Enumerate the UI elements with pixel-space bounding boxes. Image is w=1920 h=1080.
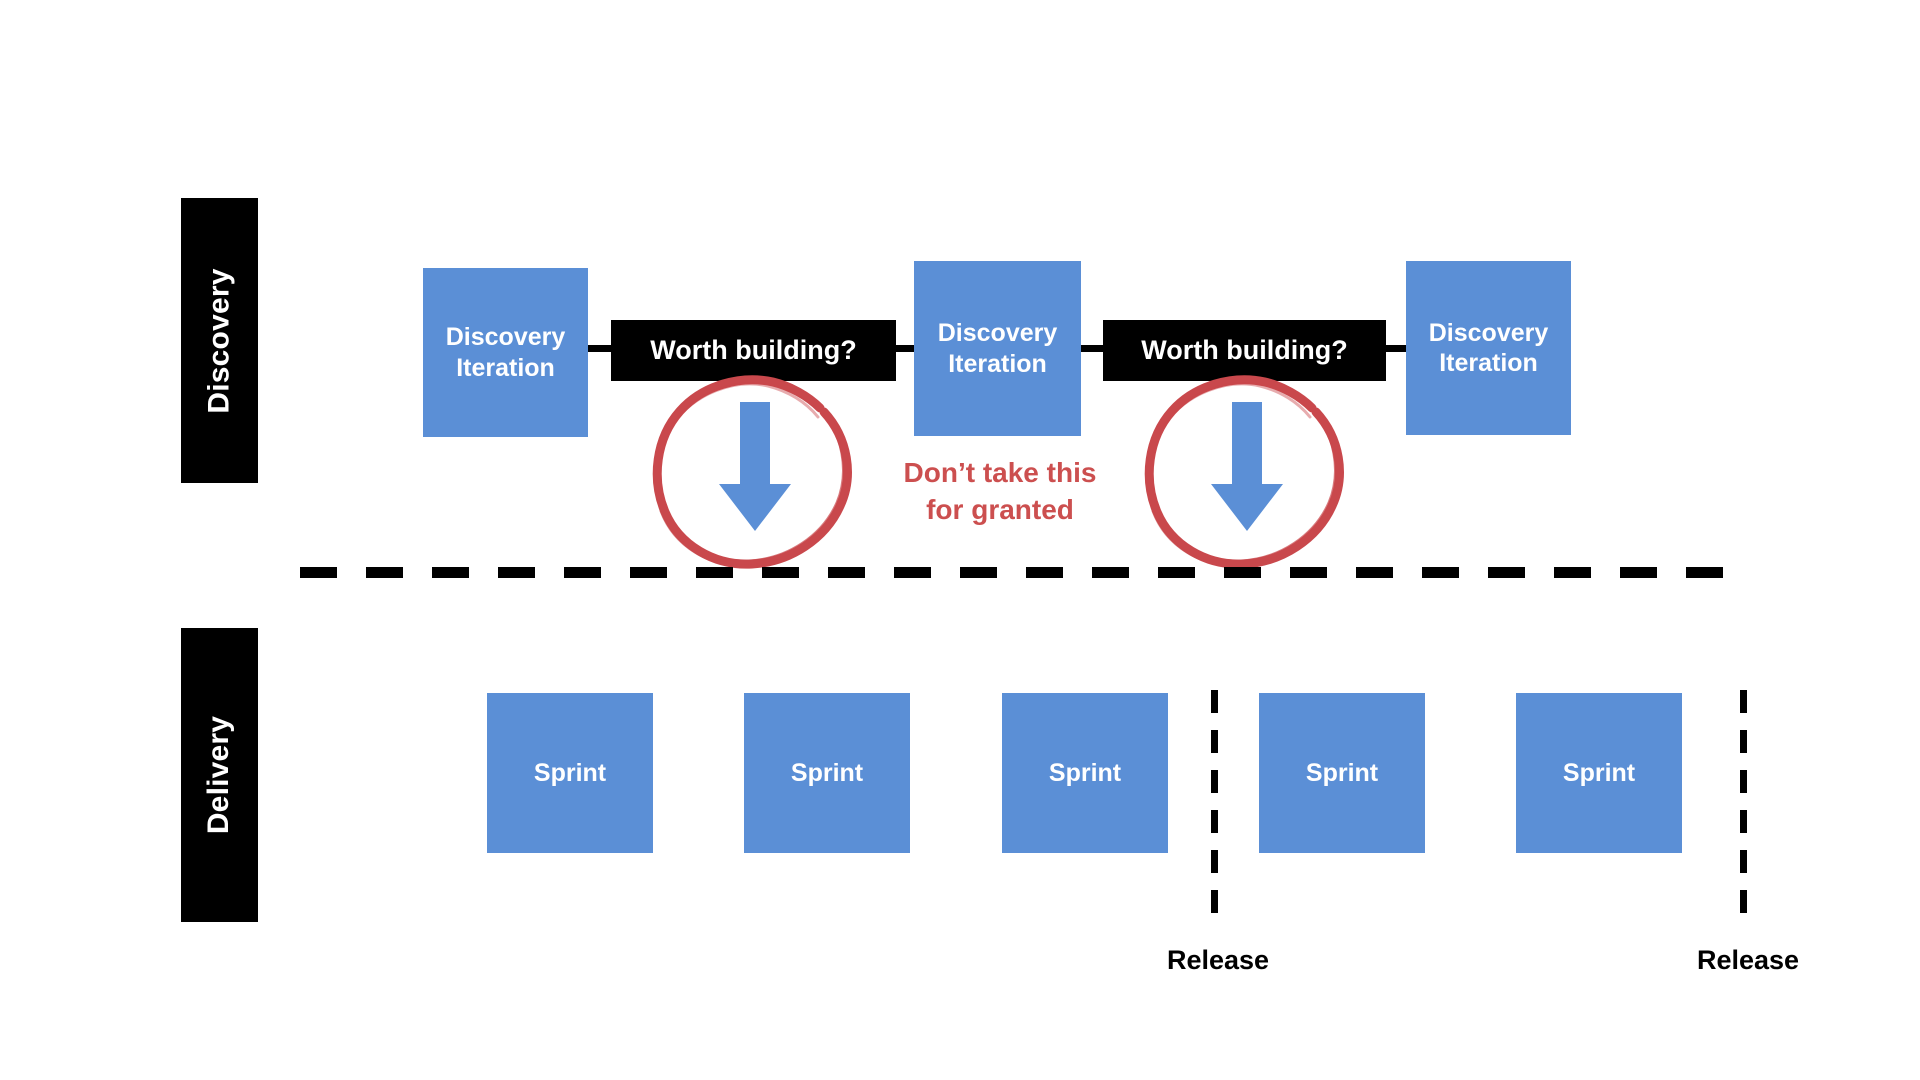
sprint-label-5: Sprint	[1562, 758, 1636, 787]
connector-3	[1081, 345, 1103, 352]
release-line-dash	[1211, 890, 1218, 913]
sprint-label-1: Sprint	[533, 758, 607, 787]
divider-dash	[1620, 567, 1657, 578]
sprint-label-4: Sprint	[1305, 758, 1379, 787]
worth-building-gate-2[interactable]: Worth building?	[1103, 320, 1386, 381]
divider-dash	[762, 567, 799, 578]
divider-dash	[630, 567, 667, 578]
red-circle-highlight-1	[652, 375, 852, 569]
sprint-box-2[interactable]: Sprint	[744, 693, 910, 853]
divider-dash	[1422, 567, 1459, 578]
red-circle-highlight-2	[1144, 375, 1344, 569]
discovery-iteration-box-2[interactable]: Discovery Iteration	[914, 261, 1081, 436]
connector-2	[896, 345, 918, 352]
release-line-dash	[1740, 810, 1747, 833]
divider-dash	[498, 567, 535, 578]
release-line-dash	[1211, 730, 1218, 753]
release-line-dash	[1740, 730, 1747, 753]
lane-label-discovery-text: Discovery	[202, 267, 236, 414]
divider-dash	[1224, 567, 1261, 578]
release-label-2: Release	[1696, 945, 1800, 975]
release-line-dash	[1740, 770, 1747, 793]
sprint-label-2: Sprint	[790, 758, 864, 787]
annotation-line-2: for granted	[926, 493, 1074, 525]
lane-label-delivery: Delivery	[181, 628, 258, 922]
release-line-dash	[1740, 690, 1747, 713]
discovery-delivery-divider	[300, 567, 1735, 578]
divider-dash	[1554, 567, 1591, 578]
divider-dash	[1686, 567, 1723, 578]
divider-dash	[960, 567, 997, 578]
lane-label-delivery-text: Delivery	[202, 715, 236, 835]
discovery-iteration-label-3: Discovery Iteration	[1428, 318, 1549, 378]
sprint-box-5[interactable]: Sprint	[1516, 693, 1682, 853]
divider-dash	[1092, 567, 1129, 578]
annotation-line-1: Don’t take this	[903, 457, 1097, 488]
discovery-to-delivery-arrow-1	[719, 402, 791, 531]
release-line-dash	[1740, 850, 1747, 873]
discovery-iteration-box-1[interactable]: Discovery Iteration	[423, 268, 588, 437]
connector-1	[588, 345, 612, 352]
divider-dash	[828, 567, 865, 578]
divider-dash	[1356, 567, 1393, 578]
worth-building-gate-1-label: Worth building?	[650, 335, 857, 365]
divider-dash	[894, 567, 931, 578]
divider-dash	[1488, 567, 1525, 578]
release-marker-line-2	[1740, 690, 1747, 930]
connector-4	[1386, 345, 1407, 352]
discovery-to-delivery-arrow-2	[1211, 402, 1283, 531]
sprint-box-1[interactable]: Sprint	[487, 693, 653, 853]
divider-dash	[300, 567, 337, 578]
release-line-dash	[1740, 890, 1747, 913]
divider-dash	[432, 567, 469, 578]
sprint-box-4[interactable]: Sprint	[1259, 693, 1425, 853]
worth-building-gate-1[interactable]: Worth building?	[611, 320, 896, 381]
release-line-dash	[1211, 850, 1218, 873]
release-marker-line-1	[1211, 690, 1218, 930]
release-line-dash	[1211, 810, 1218, 833]
divider-dash	[1158, 567, 1195, 578]
release-line-dash	[1211, 690, 1218, 713]
discovery-iteration-label-2: Discovery Iteration	[937, 319, 1058, 378]
divider-dash	[366, 567, 403, 578]
divider-dash	[696, 567, 733, 578]
divider-dash	[564, 567, 601, 578]
release-line-dash	[1211, 770, 1218, 793]
sprint-box-3[interactable]: Sprint	[1002, 693, 1168, 853]
sprint-label-3: Sprint	[1048, 758, 1122, 787]
lane-label-discovery: Discovery	[181, 198, 258, 483]
discovery-iteration-label-1: Discovery Iteration	[445, 323, 566, 382]
worth-building-gate-2-label: Worth building?	[1141, 335, 1348, 365]
annotation-dont-take-for-granted: Don’t take this for granted	[880, 455, 1120, 529]
divider-dash	[1026, 567, 1063, 578]
discovery-iteration-box-3[interactable]: Discovery Iteration	[1406, 261, 1571, 435]
divider-dash	[1290, 567, 1327, 578]
release-label-1: Release	[1166, 945, 1270, 975]
